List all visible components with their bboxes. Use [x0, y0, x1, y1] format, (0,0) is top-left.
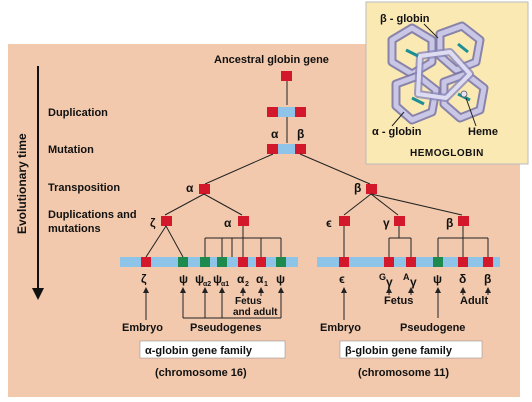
- transposition-alpha-label: α: [186, 181, 194, 195]
- hemoglobin-structure-icon: [387, 21, 489, 125]
- chromosome-11: [317, 257, 500, 267]
- gene-beta: [483, 257, 493, 267]
- chromosome-16: [120, 257, 298, 267]
- time-arrow-head-icon: [32, 288, 44, 300]
- alpha-globin-pointer: [391, 111, 405, 127]
- alpha-gene-psi-a1-sub: α1: [221, 281, 229, 288]
- beta-gamma-label: γ: [383, 216, 390, 230]
- alpha-gene-psi-last-name: ψ: [276, 272, 285, 286]
- beta-gene-epsilon-name: ϵ: [339, 272, 345, 286]
- hemoglobin-title: Hemoglobin: [410, 148, 484, 159]
- beta-gene-g-prefix: G: [379, 272, 386, 282]
- mutation-pair: [267, 144, 306, 154]
- transposed-alpha-gene: [199, 184, 210, 194]
- alpha-embryo-label: Embryo: [122, 322, 163, 334]
- beta-globin-label: β - globin: [380, 13, 430, 25]
- alpha-family-label: α-globin gene family: [145, 345, 253, 357]
- alpha-second-label: α: [224, 216, 232, 230]
- beta-beta-precursor: [458, 216, 469, 226]
- alpha-family-box: [139, 340, 286, 359]
- alpha-gene-psi-a1-name: ψ: [213, 272, 222, 286]
- beta-gamma-precursor: [394, 216, 405, 226]
- stage-duplication: Duplication: [48, 107, 108, 119]
- stage-mutation: Mutation: [48, 144, 94, 156]
- gene-zeta: [141, 257, 151, 267]
- heme-label: Heme: [468, 126, 498, 138]
- transposed-beta-gene: [366, 184, 377, 194]
- beta-gene-g-gamma-name: γ: [386, 275, 393, 289]
- mutation-beta-label: β: [297, 127, 304, 141]
- evolutionary-time-label: Evolutionary time: [15, 133, 29, 234]
- heme-pointer: [465, 97, 477, 127]
- beta-gene-a-gamma-name: γ: [410, 275, 417, 289]
- beta-gene-beta-name: β: [484, 272, 491, 286]
- beta-gene-a-prefix: A: [403, 272, 410, 282]
- alpha-globin-label: α - globin: [372, 126, 422, 138]
- beta-beta-label: β: [446, 216, 453, 230]
- ancestral-gene-label: Ancestral globin gene: [214, 54, 329, 66]
- alpha-gene-zeta-name: ζ: [141, 272, 147, 286]
- beta-arrowhead-icons: [341, 287, 491, 293]
- beta-epsilon-precursor: [339, 216, 350, 226]
- second-duplication-lines: [164, 193, 463, 216]
- alpha-pseudogenes-label: Pseudogenes: [190, 322, 262, 334]
- beta-family-box: [339, 340, 483, 359]
- beta-family-label: β-globin gene family: [345, 345, 453, 357]
- beta-fetus-label: Fetus: [384, 295, 413, 307]
- gene-psi-theta: [276, 257, 286, 267]
- alpha-family-branch-lines: [145, 225, 282, 258]
- alpha-and-adult-label: and adult: [233, 307, 278, 318]
- hemoglobin-inset: β - globin α - globin Heme Hemoglobin: [365, 1, 529, 165]
- alpha-second-precursor: [238, 216, 249, 226]
- beta-adult-label: Adult: [460, 295, 488, 307]
- gene-psi-alpha2: [200, 257, 210, 267]
- beta-globin-pointer: [423, 23, 439, 39]
- gene-g-gamma: [384, 257, 394, 267]
- gene-psi-beta: [433, 257, 443, 267]
- alpha-gene-a2-name: α: [237, 272, 245, 286]
- gene-delta: [458, 257, 468, 267]
- alpha-gene-a1-sub: 1: [264, 281, 268, 288]
- beta-gene-psi-name: ψ: [433, 272, 442, 286]
- alpha-zeta-label: ζ: [150, 216, 156, 230]
- gene-a-gamma: [406, 257, 416, 267]
- alpha-gene-psi-a2-name: ψ: [195, 272, 204, 286]
- alpha-gene-a1-name: α: [256, 272, 264, 286]
- alpha-gene-psi-a2-sub: α2: [203, 281, 211, 288]
- stage-transposition: Transposition: [48, 182, 120, 194]
- mutation-alpha-label: α: [271, 127, 279, 141]
- alpha-pointer-lines: [145, 290, 282, 320]
- gene-psi-alpha1: [217, 257, 227, 267]
- alpha-fetus-label: Fetus: [235, 296, 262, 307]
- alpha-gene-a2-sub: 2: [245, 281, 249, 288]
- gene-alpha1: [256, 257, 266, 267]
- evolutionary-time-axis: Evolutionary time: [15, 66, 44, 300]
- beta-family-branch-lines: [343, 226, 489, 257]
- transposition-beta-label: β: [354, 181, 361, 195]
- alpha-chromosome-label: (chromosome 16): [155, 367, 247, 379]
- stage-duplications-and: Duplications and: [48, 209, 137, 221]
- duplication-pair: [267, 107, 306, 117]
- gene-epsilon: [339, 257, 349, 267]
- alpha-zeta-precursor: [161, 216, 172, 226]
- gene-psi-zeta: [178, 257, 188, 267]
- heme-groups-icon: [405, 42, 471, 106]
- alpha-arrowhead-icons: [143, 287, 284, 293]
- transposition-branch-lines: [204, 153, 371, 185]
- stage-mutations: mutations: [48, 223, 101, 235]
- beta-gene-delta-name: δ: [459, 272, 466, 286]
- gene-alpha2: [238, 257, 248, 267]
- alpha-gene-psi-name: ψ: [179, 272, 188, 286]
- beta-chromosome-label: (chromosome 11): [358, 367, 449, 379]
- beta-embryo-label: Embryo: [320, 322, 361, 334]
- beta-pseudogene-label: Pseudogene: [400, 322, 465, 334]
- ancestral-gene: [281, 71, 292, 81]
- beta-epsilon-label: ϵ: [326, 216, 332, 230]
